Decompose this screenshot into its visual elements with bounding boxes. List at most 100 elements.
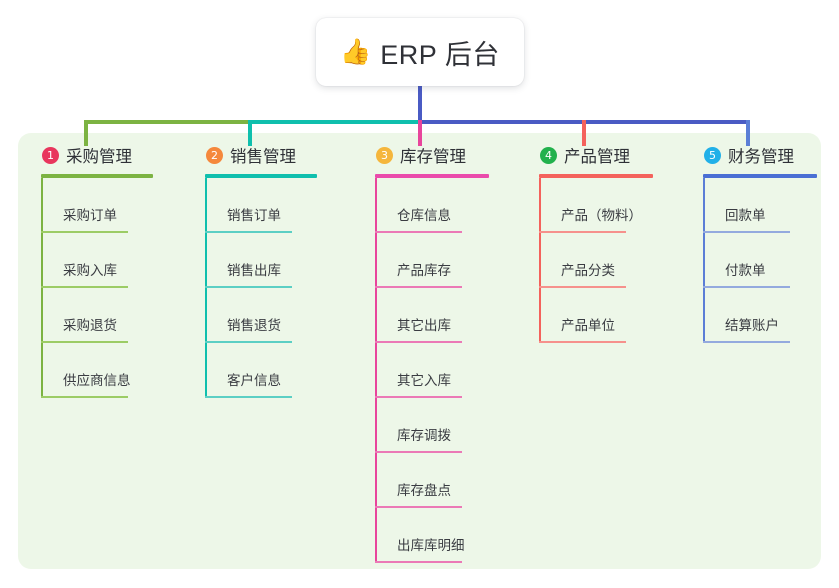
branch-header-5[interactable]: 5 财务管理 bbox=[690, 143, 817, 167]
leaf-item-label: 出库库明细 bbox=[397, 538, 465, 553]
leaf-item[interactable]: 采购退货 bbox=[28, 288, 153, 343]
leaf-item[interactable]: 库存盘点 bbox=[362, 453, 489, 508]
branch-column-5: 5 财务管理回款单付款单结算账户 bbox=[690, 143, 817, 343]
leaf-item-label: 结算账户 bbox=[725, 318, 779, 333]
leaf-item[interactable]: 产品单位 bbox=[526, 288, 653, 343]
leaf-item-underline bbox=[375, 561, 462, 563]
leaf-item-label: 库存盘点 bbox=[397, 483, 451, 498]
branch-header-3[interactable]: 3 库存管理 bbox=[362, 143, 489, 167]
leaf-item-label: 其它出库 bbox=[397, 318, 451, 333]
leaf-item-label: 采购入库 bbox=[63, 263, 117, 278]
branch-underline-4 bbox=[539, 174, 653, 178]
leaf-item-label: 库存调拨 bbox=[397, 428, 451, 443]
leaf-item-underline bbox=[41, 341, 128, 343]
leaf-item[interactable]: 其它入库 bbox=[362, 343, 489, 398]
branch-title-4: 产品管理 bbox=[564, 148, 630, 166]
branch-underline-3 bbox=[375, 174, 489, 178]
leaf-item-label: 销售订单 bbox=[227, 208, 281, 223]
leaf-item-underline bbox=[703, 286, 790, 288]
leaf-item[interactable]: 仓库信息 bbox=[362, 178, 489, 233]
leaf-item[interactable]: 客户信息 bbox=[192, 343, 317, 398]
leaf-item-underline bbox=[375, 451, 462, 453]
leaf-item-underline bbox=[539, 286, 626, 288]
root-node-label: ERP 后台 bbox=[380, 39, 500, 70]
leaf-item-label: 仓库信息 bbox=[397, 208, 451, 223]
leaf-item-label: 产品分类 bbox=[561, 263, 615, 278]
leaf-item[interactable]: 出库库明细 bbox=[362, 508, 489, 563]
branch-spine-3 bbox=[375, 178, 377, 563]
branch-title-2: 销售管理 bbox=[230, 148, 296, 166]
leaf-item-label: 客户信息 bbox=[227, 373, 281, 388]
branch-underline-1 bbox=[41, 174, 153, 178]
leaf-item-label: 产品单位 bbox=[561, 318, 615, 333]
leaf-item[interactable]: 付款单 bbox=[690, 233, 817, 288]
branch-items-2: 销售订单销售出库销售退货客户信息 bbox=[192, 178, 317, 398]
branch-underline-5 bbox=[703, 174, 817, 178]
branch-badge-2: 2 bbox=[206, 146, 223, 164]
branch-title-5: 财务管理 bbox=[728, 148, 794, 166]
branch-title-3: 库存管理 bbox=[400, 148, 466, 166]
leaf-item[interactable]: 销售出库 bbox=[192, 233, 317, 288]
branch-header-2[interactable]: 2 销售管理 bbox=[192, 143, 317, 167]
branch-items-1: 采购订单采购入库采购退货供应商信息 bbox=[28, 178, 153, 398]
leaf-item[interactable]: 产品库存 bbox=[362, 233, 489, 288]
branch-badge-3: 3 bbox=[376, 146, 393, 164]
leaf-item-underline bbox=[41, 231, 128, 233]
leaf-item-label: 付款单 bbox=[725, 263, 766, 278]
branch-underline-2 bbox=[205, 174, 317, 178]
leaf-item-underline bbox=[375, 286, 462, 288]
leaf-item-underline bbox=[205, 341, 292, 343]
leaf-item[interactable]: 结算账户 bbox=[690, 288, 817, 343]
leaf-item[interactable]: 回款单 bbox=[690, 178, 817, 233]
leaf-item[interactable]: 采购入库 bbox=[28, 233, 153, 288]
leaf-item-underline bbox=[41, 396, 128, 398]
branch-badge-5: 5 bbox=[704, 146, 721, 164]
branch-spine-5 bbox=[703, 178, 705, 343]
leaf-item-underline bbox=[41, 286, 128, 288]
leaf-item[interactable]: 采购订单 bbox=[28, 178, 153, 233]
branch-spine-2 bbox=[205, 178, 207, 398]
branch-items-3: 仓库信息产品库存其它出库其它入库库存调拨库存盘点出库库明细 bbox=[362, 178, 489, 563]
branch-items-4: 产品（物料） 产品分类产品单位 bbox=[526, 178, 653, 343]
leaf-item[interactable]: 销售订单 bbox=[192, 178, 317, 233]
branch-column-2: 2 销售管理销售订单销售出库销售退货客户信息 bbox=[192, 143, 317, 398]
leaf-item-underline bbox=[205, 231, 292, 233]
leaf-item-label: 销售退货 bbox=[227, 318, 281, 333]
root-node-content: 👍 ERP 后台 bbox=[340, 33, 500, 72]
leaf-item-label: 采购订单 bbox=[63, 208, 117, 223]
leaf-item-underline bbox=[375, 231, 462, 233]
leaf-item-label: 回款单 bbox=[725, 208, 766, 223]
leaf-item-label: 其它入库 bbox=[397, 373, 451, 388]
leaf-item-underline bbox=[205, 396, 292, 398]
leaf-item-label: 供应商信息 bbox=[63, 373, 131, 388]
leaf-item[interactable]: 产品分类 bbox=[526, 233, 653, 288]
leaf-item-underline bbox=[375, 341, 462, 343]
branch-badge-1: 1 bbox=[42, 146, 59, 164]
leaf-item[interactable]: 产品（物料） bbox=[526, 178, 653, 233]
leaf-item[interactable]: 销售退货 bbox=[192, 288, 317, 343]
leaf-item[interactable]: 其它出库 bbox=[362, 288, 489, 343]
leaf-item-label: 产品（物料） bbox=[561, 208, 642, 223]
leaf-item-underline bbox=[703, 231, 790, 233]
branch-spine-1 bbox=[41, 178, 43, 398]
leaf-item-underline bbox=[703, 341, 790, 343]
leaf-item[interactable]: 供应商信息 bbox=[28, 343, 153, 398]
branch-panel bbox=[18, 133, 821, 569]
branch-items-5: 回款单付款单结算账户 bbox=[690, 178, 817, 343]
leaf-item-underline bbox=[205, 286, 292, 288]
branch-column-3: 3 库存管理仓库信息产品库存其它出库其它入库库存调拨库存盘点出库库明细 bbox=[362, 143, 489, 563]
leaf-item-label: 销售出库 bbox=[227, 263, 281, 278]
branch-spine-4 bbox=[539, 178, 541, 343]
thumbs-up-icon: 👍 bbox=[340, 37, 372, 66]
leaf-item-label: 产品库存 bbox=[397, 263, 451, 278]
leaf-item-underline bbox=[375, 506, 462, 508]
leaf-item-underline bbox=[375, 396, 462, 398]
leaf-item[interactable]: 库存调拨 bbox=[362, 398, 489, 453]
leaf-item-underline bbox=[539, 231, 626, 233]
root-node[interactable]: 👍 ERP 后台 bbox=[316, 18, 524, 86]
